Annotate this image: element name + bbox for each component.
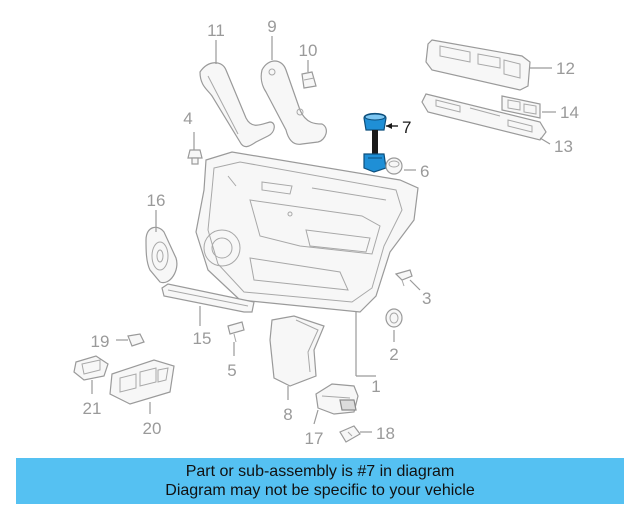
arrow-7 — [386, 123, 392, 129]
part-15-moulding-strip — [161, 283, 255, 313]
part-1-door-trim-panel — [195, 151, 419, 313]
leader-13 — [539, 137, 551, 145]
callout-11: 11 — [207, 21, 225, 40]
part-5-screw — [227, 321, 245, 343]
callout-1: 1 — [371, 377, 380, 396]
callout-4: 4 — [183, 109, 192, 128]
part-12-switch-bezel — [425, 39, 531, 91]
callout-8: 8 — [283, 405, 292, 424]
callout-18: 18 — [376, 424, 395, 443]
part-11-pull-handle — [199, 62, 275, 148]
callout-5: 5 — [227, 361, 236, 380]
part-13-switch-housing — [421, 93, 547, 141]
callout-7: 7 — [402, 118, 411, 137]
leader-17 — [313, 409, 319, 425]
part-2-grommet — [385, 308, 403, 328]
part-4-screw — [187, 149, 203, 165]
parts-diagram: 11 9 10 12 14 13 — [73, 17, 579, 448]
callout-13: 13 — [554, 137, 573, 156]
callout-15: 15 — [193, 329, 212, 348]
info-banner: Part or sub-assembly is #7 in diagram Di… — [16, 458, 624, 504]
callout-10: 10 — [299, 41, 318, 60]
callout-16: 16 — [147, 191, 166, 210]
callout-17: 17 — [305, 429, 324, 448]
callout-9: 9 — [267, 17, 276, 36]
callout-21: 21 — [83, 399, 102, 418]
part-8-cover-panel — [269, 315, 325, 387]
banner-line-2: Diagram may not be specific to your vehi… — [165, 482, 475, 499]
part-16-speaker — [145, 226, 178, 284]
part-3-push-clip — [394, 269, 413, 287]
callout-6: 6 — [420, 162, 429, 181]
callout-12: 12 — [556, 59, 575, 78]
part-14-switch — [501, 95, 541, 119]
part-10-clip — [301, 71, 317, 89]
part-21-switch — [73, 355, 109, 381]
callout-14: 14 — [560, 103, 579, 122]
part-6-cap — [385, 157, 403, 175]
part-17-door-handle — [315, 383, 359, 415]
callout-19: 19 — [91, 332, 110, 351]
banner-line-1: Part or sub-assembly is #7 in diagram — [185, 463, 455, 480]
callout-20: 20 — [143, 419, 162, 438]
part-18-bulb — [339, 425, 361, 443]
callout-2: 2 — [389, 345, 398, 364]
leader-3 — [409, 279, 421, 291]
part-19-button — [127, 333, 145, 347]
callout-3: 3 — [422, 289, 431, 308]
part-20-switch-assembly — [109, 359, 175, 405]
part-9-pull-handle — [260, 60, 327, 145]
part-7-highlighted-part — [363, 112, 387, 173]
